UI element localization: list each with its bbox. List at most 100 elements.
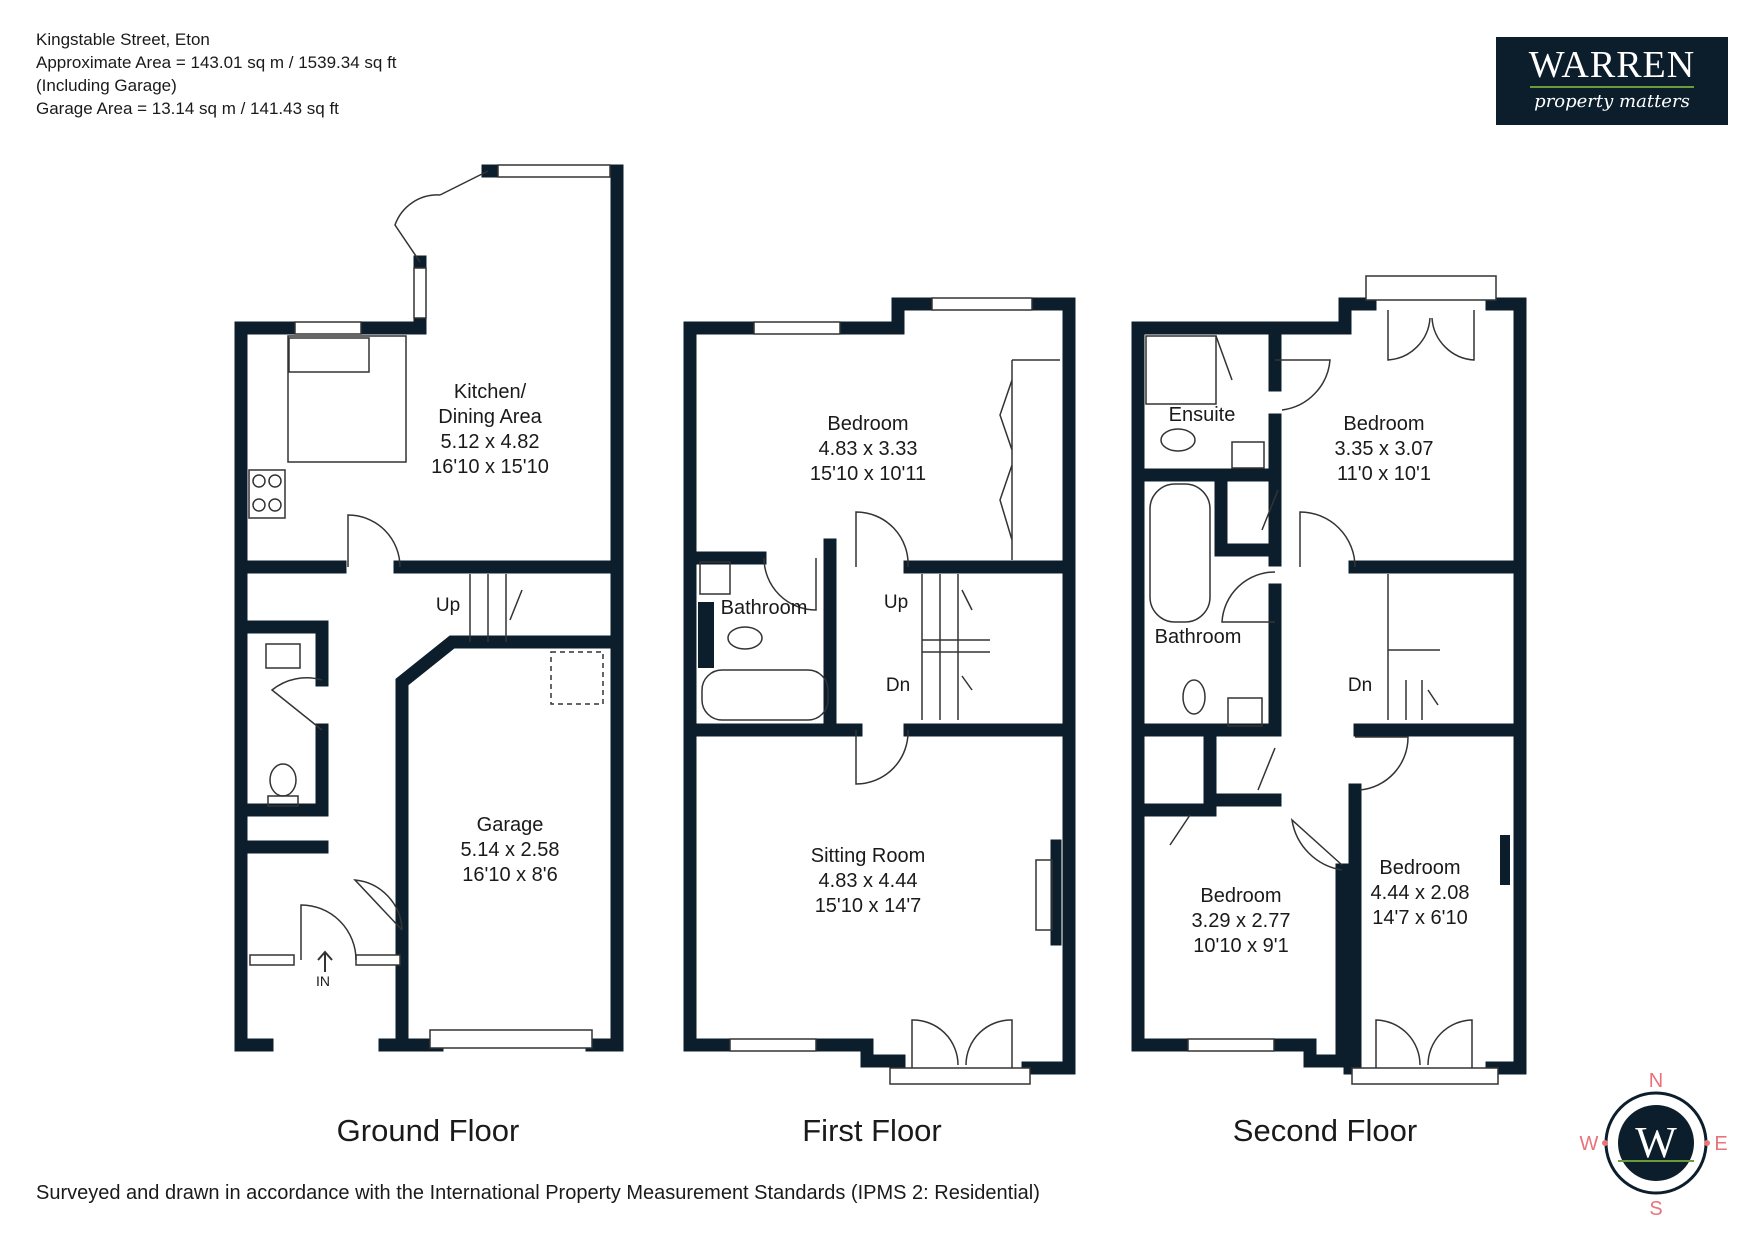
ground-rear-window [294,321,362,335]
second-bedroom1-imperial: 11'0 x 10'1 [1337,463,1431,485]
first-front-window [729,1038,817,1052]
ground-outer-wall [234,164,624,1052]
approximate-area: Approximate Area = 143.01 sq m / 1539.34… [36,53,397,72]
ground-garage-wall [395,635,618,1046]
first-bath [701,669,829,721]
second-ensuite-basin [1231,441,1265,469]
first-stairs-up-label: Up [884,592,908,613]
ground-stairs [469,574,523,642]
warren-logo: WARREN property matters [1496,37,1728,125]
ground-kitchen-window [497,164,611,178]
compass-rose: W N S E W [1580,1070,1728,1220]
second-front-balcony [1351,1067,1499,1085]
kitchen-worktop [287,335,407,463]
compass-west: W [1580,1133,1599,1155]
including-garage-note: (Including Garage) [36,76,177,95]
ground-wc-door [270,677,323,731]
first-sitting-door [855,729,909,785]
second-bathroom-label: Bathroom [1155,626,1242,648]
ground-wc-basin [265,643,301,669]
ground-garage-door [353,879,403,931]
compass-south: S [1649,1198,1662,1220]
ground-front-door [300,904,357,961]
ground-rear-door [394,170,489,263]
second-bedroom1-label: Bedroom [1343,413,1424,435]
first-bedroom-label: Bedroom [827,413,908,435]
first-bathroom-basin [699,561,731,595]
second-bedroom2-label: Bedroom [1200,885,1281,907]
second-shower [1145,335,1217,405]
first-wardrobe [999,359,1060,560]
garage-metric: 5.14 x 2.58 [461,839,560,861]
second-floor-fixtures [1145,275,1499,1085]
second-bedroom2-door [1290,818,1343,871]
ground-hall-window-right [355,954,401,966]
second-bath [1149,483,1211,623]
logo-name: WARREN [1528,44,1696,86]
second-stairs [1387,574,1440,720]
sitting-room-metric: 4.83 x 4.44 [819,870,918,892]
second-bedroom3-label: Bedroom [1379,857,1460,879]
ground-floor-fixtures [248,164,611,1049]
first-floor-fixtures [699,297,1060,1085]
first-rear-window-right [931,297,1033,311]
second-bedroom1-french-doors [1387,310,1475,361]
address: Kingstable Street, Eton [36,30,210,49]
garage-area: Garage Area = 13.14 sq m / 141.43 sq ft [36,99,339,118]
kitchen-metric: 5.12 x 4.82 [441,431,540,453]
kitchen-label-2: Dining Area [438,406,542,428]
garage-imperial: 16'10 x 8'6 [462,864,558,886]
second-bedroom1-door [1299,511,1356,568]
first-bathroom-door [763,557,817,611]
first-balcony [889,1067,1031,1085]
second-bathroom-toilet [1182,679,1206,715]
first-french-doors [911,1019,1013,1068]
first-bedroom-metric: 4.83 x 3.33 [819,438,918,460]
ensuite-label: Ensuite [1169,404,1236,426]
first-rear-window-left [753,321,841,335]
ground-floor-labels: Kitchen/ Dining Area 5.12 x 4.82 16'10 x… [316,381,559,989]
first-floor-labels: Bedroom 4.83 x 3.33 15'10 x 10'11 Bathro… [721,413,926,917]
second-juliet-balcony [1365,275,1497,301]
first-floor-plan [683,297,1076,1075]
ground-front-window [429,1029,593,1049]
sitting-room-label: Sitting Room [811,845,926,867]
second-bathroom-door [1221,571,1276,623]
second-bedroom3-door [1355,736,1409,791]
first-bedroom-door [855,511,909,568]
sitting-room-imperial: 15'10 x 14'7 [815,895,922,917]
first-bathroom-toilet [727,626,763,650]
second-cupboard-doors [1169,489,1279,846]
compass-center-letter: W [1635,1118,1677,1167]
second-bedroom3-imperial: 14'7 x 6'10 [1372,907,1468,929]
garage-label: Garage [477,814,544,836]
second-bathroom-basin [1227,697,1263,727]
ground-floor-plan [234,164,624,1052]
compass-north: N [1649,1070,1663,1092]
first-stairs-down-label: Dn [886,675,910,696]
second-stairs-down-label: Dn [1348,675,1372,696]
ground-floor-title: Ground Floor [337,1113,520,1148]
ground-kitchen-door [347,514,401,568]
entrance-arrow-icon [317,950,333,972]
second-bedroom1-metric: 3.35 x 3.07 [1335,438,1434,460]
kitchen-hob [248,469,286,519]
second-bedroom3-metric: 4.44 x 2.08 [1371,882,1470,904]
ground-wc-toilet [269,763,297,797]
second-floor-title: Second Floor [1233,1113,1417,1148]
logo-tagline: property matters [1534,91,1690,112]
second-ensuite-door [1275,359,1331,411]
first-fireplace [1035,859,1053,931]
ground-side-window [413,267,427,319]
header: Kingstable Street, Eton Approximate Area… [36,28,397,120]
ground-hall-window-left [249,954,295,966]
ground-stairs-up-label: Up [436,595,460,616]
compass-east: E [1714,1133,1727,1155]
first-floor-title: First Floor [802,1113,942,1148]
second-bedroom2-metric: 3.29 x 2.77 [1192,910,1291,932]
second-bedroom3-french-doors [1375,1019,1473,1068]
first-outer-wall [683,297,1076,1075]
second-front-window [1187,1038,1275,1052]
second-ensuite-toilet [1160,428,1196,452]
